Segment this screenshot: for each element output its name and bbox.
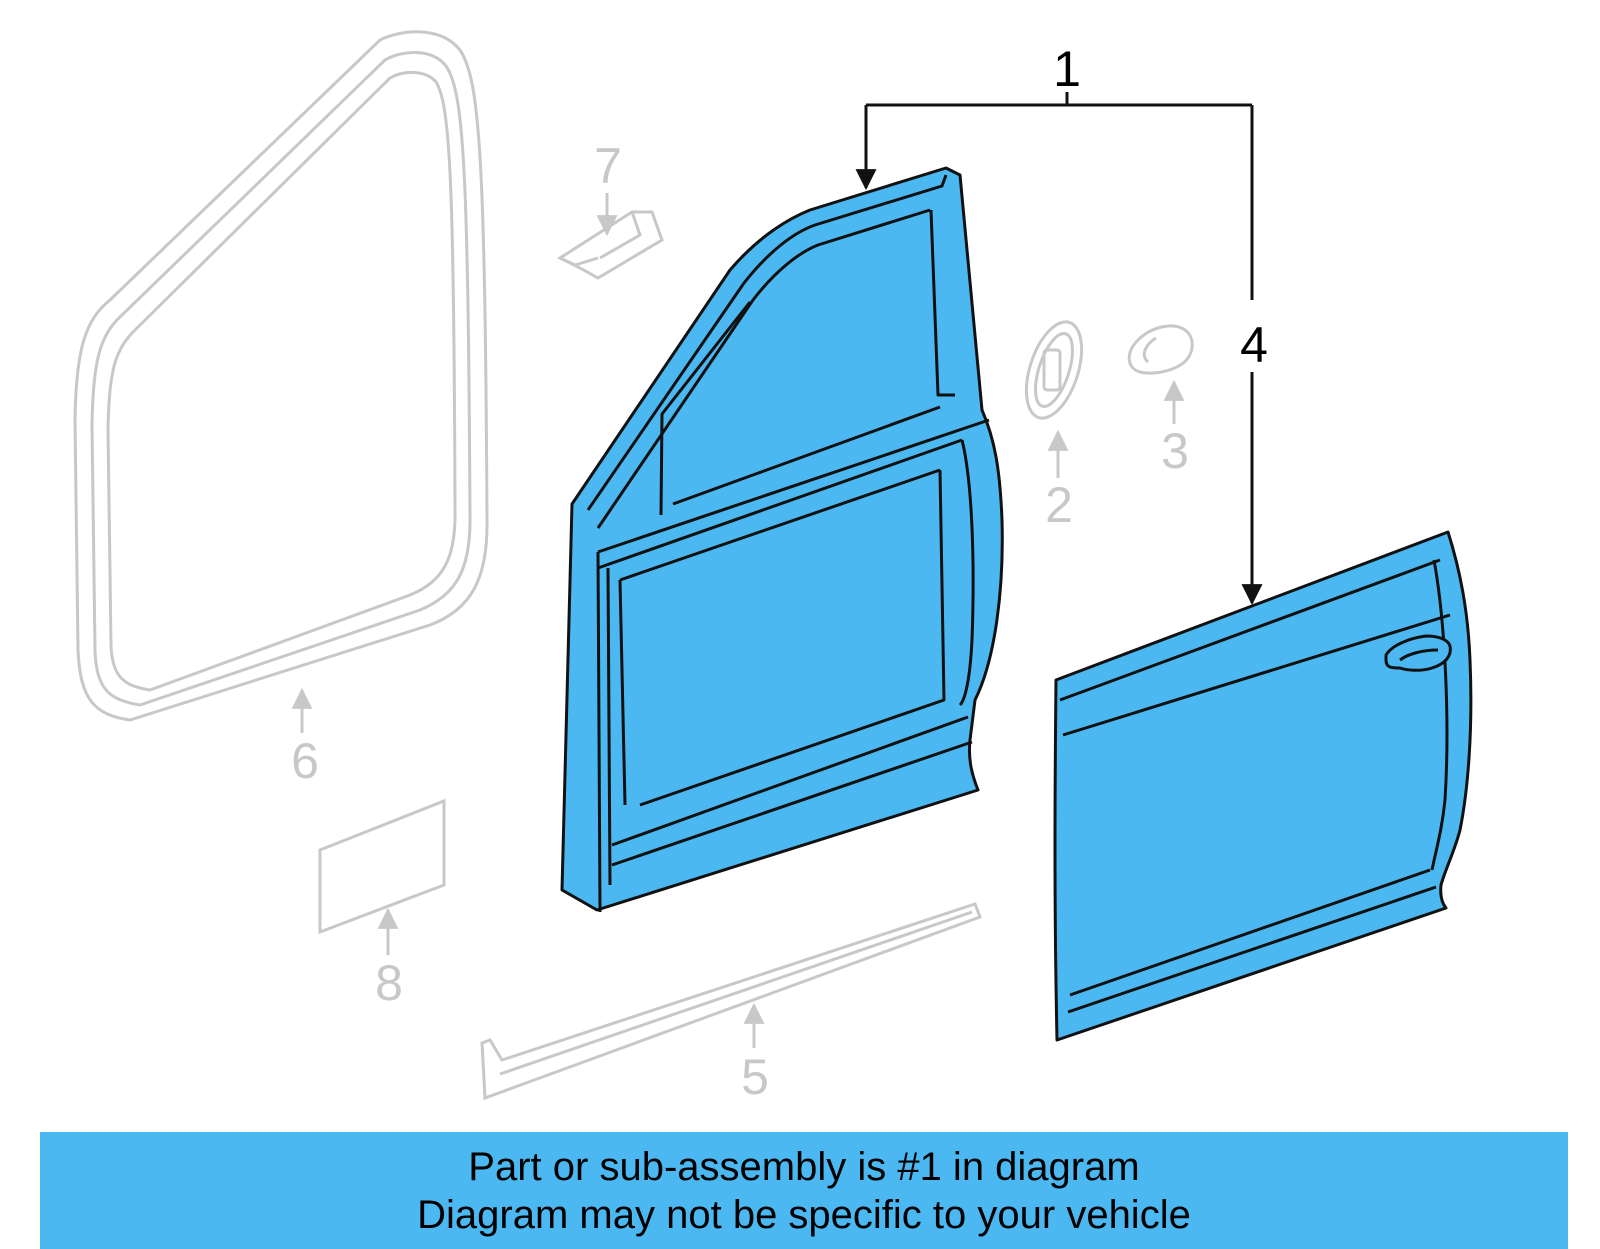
leader-callout-1 [855,92,1254,300]
label-part-8 [318,798,446,935]
callout-7: 7 [594,138,622,194]
callout-5: 5 [741,1049,769,1105]
callout-4: 4 [1240,317,1268,373]
banner-line-1: Part or sub-assembly is #1 in diagram [468,1144,1140,1189]
banner-background [40,1132,1568,1249]
door-shell-part-1 [560,166,1004,913]
callout-labels: 1 2 3 4 5 6 7 8 [291,41,1268,1105]
latch-part-2 [1024,320,1084,420]
leaders-muted [291,193,1185,1048]
cap-part-3 [1127,324,1194,375]
callout-2: 2 [1045,477,1073,533]
weatherstrip-part-6 [73,30,489,722]
banner-line-2: Diagram may not be specific to your vehi… [417,1192,1191,1237]
molding-part-5 [480,902,982,1101]
callout-3: 3 [1161,423,1189,479]
callout-1: 1 [1053,41,1081,97]
callout-6: 6 [291,733,319,789]
callout-8: 8 [375,955,403,1011]
outer-panel-part-4 [1053,530,1473,1042]
bracket-part-7 [556,210,664,280]
info-banner: Part or sub-assembly is #1 in diagram Di… [40,1132,1568,1249]
